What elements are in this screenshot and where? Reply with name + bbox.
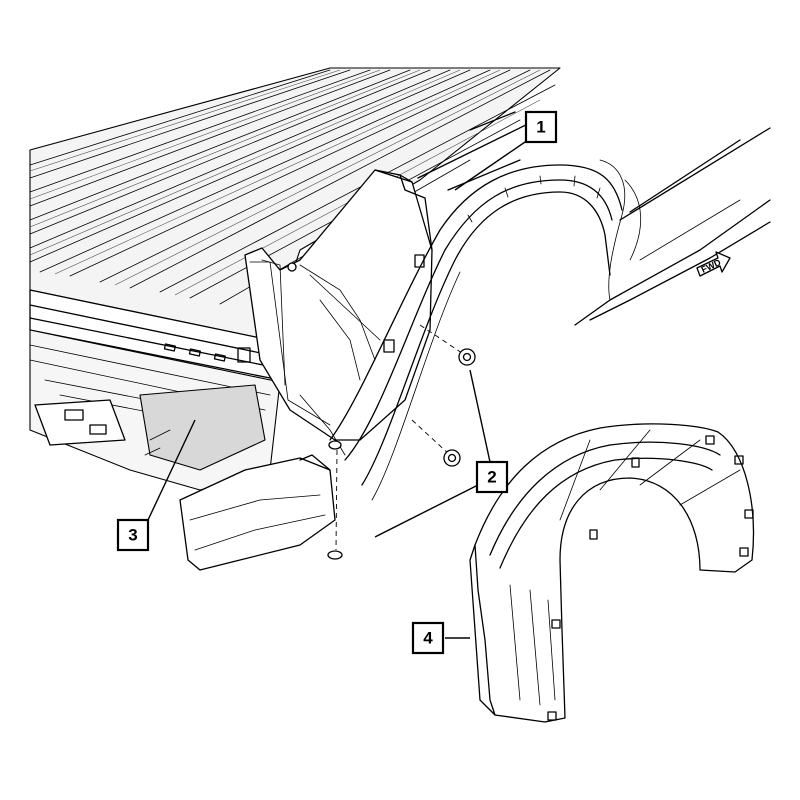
callout-3: 3 — [116, 518, 150, 552]
callout-2-label: 2 — [487, 468, 496, 487]
callout-3-label: 3 — [128, 526, 137, 545]
wheel-opening-outer — [179, 111, 623, 571]
callout-2: 2 — [475, 460, 509, 494]
cab-panel — [574, 127, 771, 326]
truck-bed-floor — [29, 67, 561, 491]
push-pin-bottom — [327, 440, 343, 560]
callout-4: 4 — [411, 621, 445, 655]
fasteners — [327, 324, 476, 560]
leader-lines — [147, 139, 529, 639]
callout-1: 1 — [524, 110, 558, 144]
push-pin-lower — [443, 449, 461, 467]
callout-1-label: 1 — [536, 118, 545, 137]
push-pin-upper — [458, 348, 476, 366]
wheelhouse-liner — [469, 423, 755, 723]
wheelhouse-inner-panel — [244, 169, 433, 456]
callout-4-label: 4 — [423, 629, 433, 648]
